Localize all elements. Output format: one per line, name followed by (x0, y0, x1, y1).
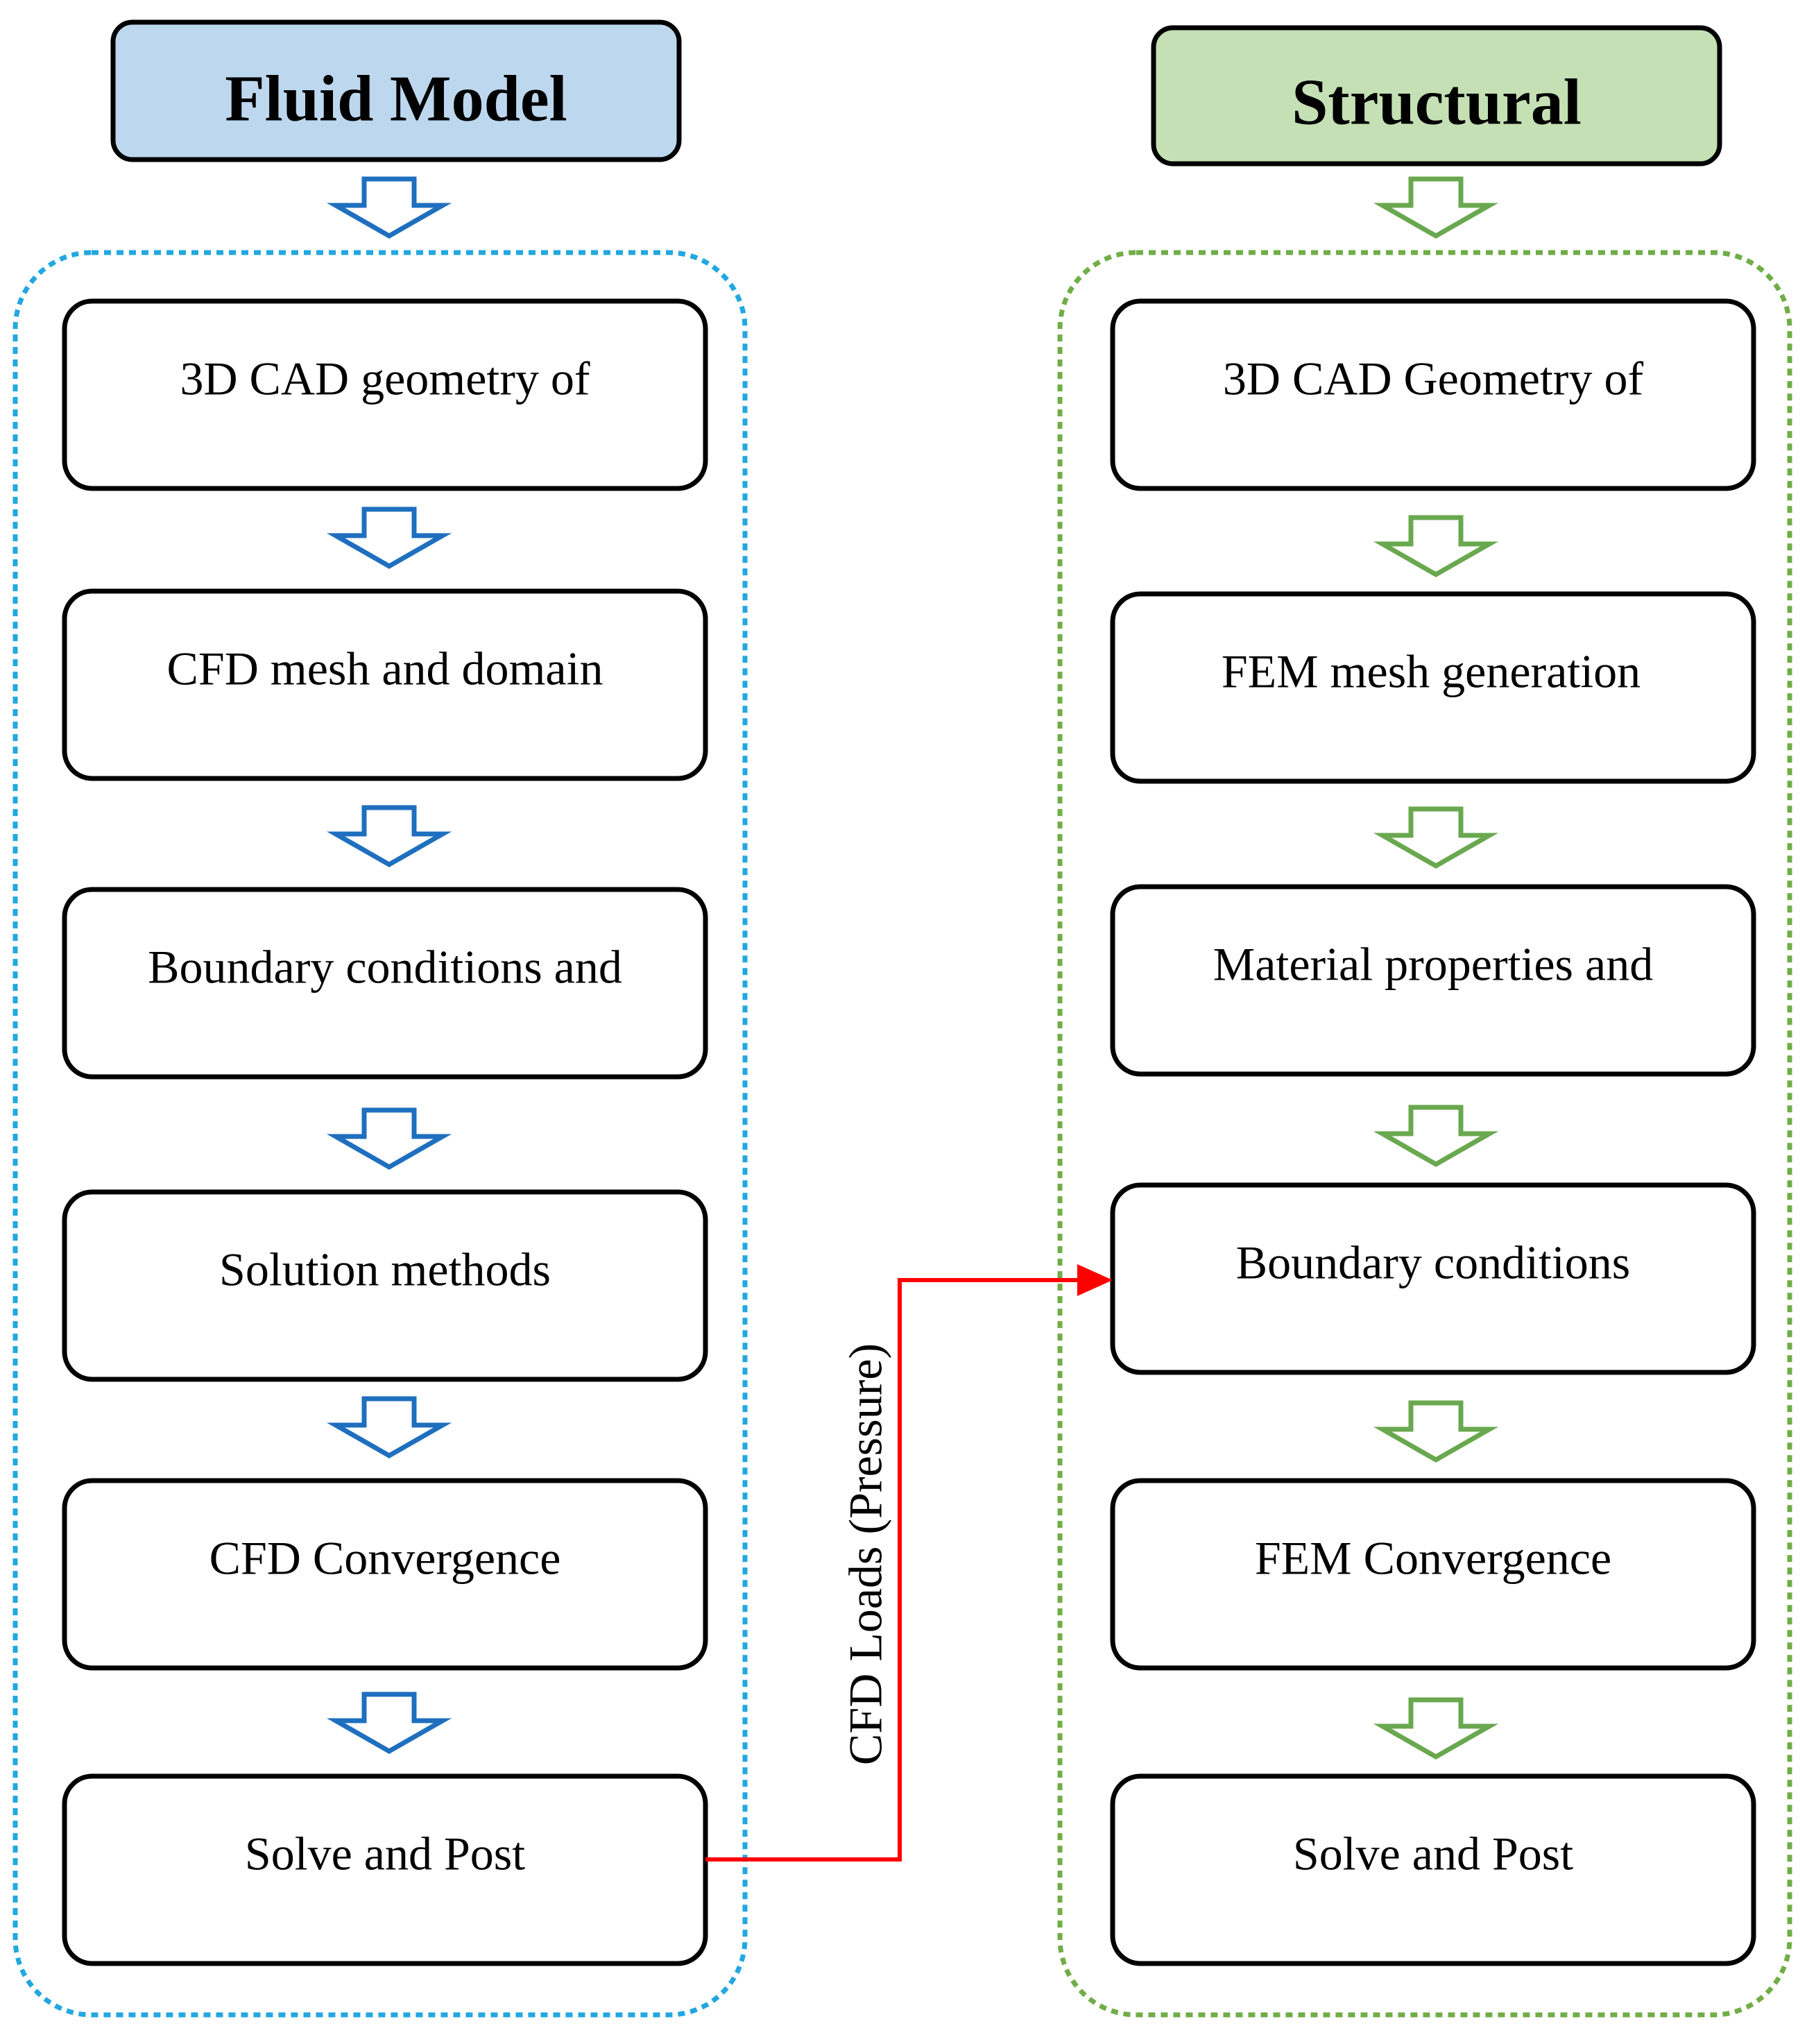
structural-down-arrow-5-icon (1373, 1400, 1499, 1463)
structural-step-1-label: 3D CAD Geometry of (1223, 352, 1644, 405)
structural-step-5: FEM Convergence (1110, 1478, 1756, 1671)
fluid-down-arrow-6-icon (326, 1692, 452, 1755)
fluid-step-1: 3D CAD geometry of (62, 298, 708, 491)
structural-step-1: 3D CAD Geometry of (1110, 298, 1756, 491)
structural-down-arrow-2-icon (1373, 515, 1499, 578)
structural-step-6: Solve and Post (1110, 1773, 1756, 1966)
structural-step-4-label: Boundary conditions (1236, 1236, 1631, 1289)
structural-step-3: Material properties and (1110, 884, 1756, 1077)
fluid-down-arrow-2-icon (326, 506, 452, 570)
structural-step-2: FEM mesh generation (1110, 591, 1756, 784)
structural-step-5-label: FEM Convergence (1255, 1532, 1611, 1585)
structural-step-4: Boundary conditions (1110, 1182, 1756, 1375)
fluid-down-arrow-5-icon (326, 1396, 452, 1459)
fluid-step-6: Solve and Post (62, 1773, 708, 1966)
structural-down-arrow-4-icon (1373, 1105, 1499, 1168)
structural-header-title: Structural (1292, 67, 1582, 139)
fluid-step-2-label: CFD mesh and domain (167, 642, 603, 695)
fluid-step-5: CFD Convergence (62, 1478, 708, 1671)
cfd-loads-arrowhead-icon (1077, 1264, 1113, 1296)
fluid-step-3-label: Boundary conditions and (148, 941, 622, 994)
fluid-step-4: Solution methods (62, 1189, 708, 1382)
cfd-loads-link-arrow (705, 1278, 1082, 1862)
fluid-down-arrow-4-icon (326, 1107, 452, 1170)
fluid-step-6-label: Solve and Post (245, 1828, 525, 1880)
structural-down-arrow-1-icon (1373, 176, 1499, 239)
fluid-header: Fluid Model (110, 19, 682, 162)
fluid-group-container (12, 250, 748, 2018)
fluid-step-1-label: 3D CAD geometry of (180, 352, 590, 405)
structural-step-2-label: FEM mesh generation (1222, 645, 1641, 698)
fluid-step-5-label: CFD Convergence (209, 1532, 561, 1585)
fluid-down-arrow-1-icon (326, 176, 452, 239)
structural-group-container (1057, 250, 1792, 2018)
fluid-down-arrow-3-icon (326, 805, 452, 868)
structural-step-6-label: Solve and Post (1293, 1828, 1573, 1880)
fluid-step-2: CFD mesh and domain (62, 588, 708, 781)
structural-down-arrow-3-icon (1373, 806, 1499, 869)
fluid-header-title: Fluid Model (225, 63, 567, 135)
structural-step-3-label: Material properties and (1213, 938, 1653, 991)
structural-down-arrow-6-icon (1373, 1697, 1499, 1760)
structural-header: Structural (1151, 25, 1722, 167)
fluid-step-4-label: Solution methods (219, 1243, 551, 1296)
fluid-step-3: Boundary conditions and (62, 887, 708, 1080)
cfd-loads-label: CFD Loads (Pressure) (839, 1343, 892, 1765)
